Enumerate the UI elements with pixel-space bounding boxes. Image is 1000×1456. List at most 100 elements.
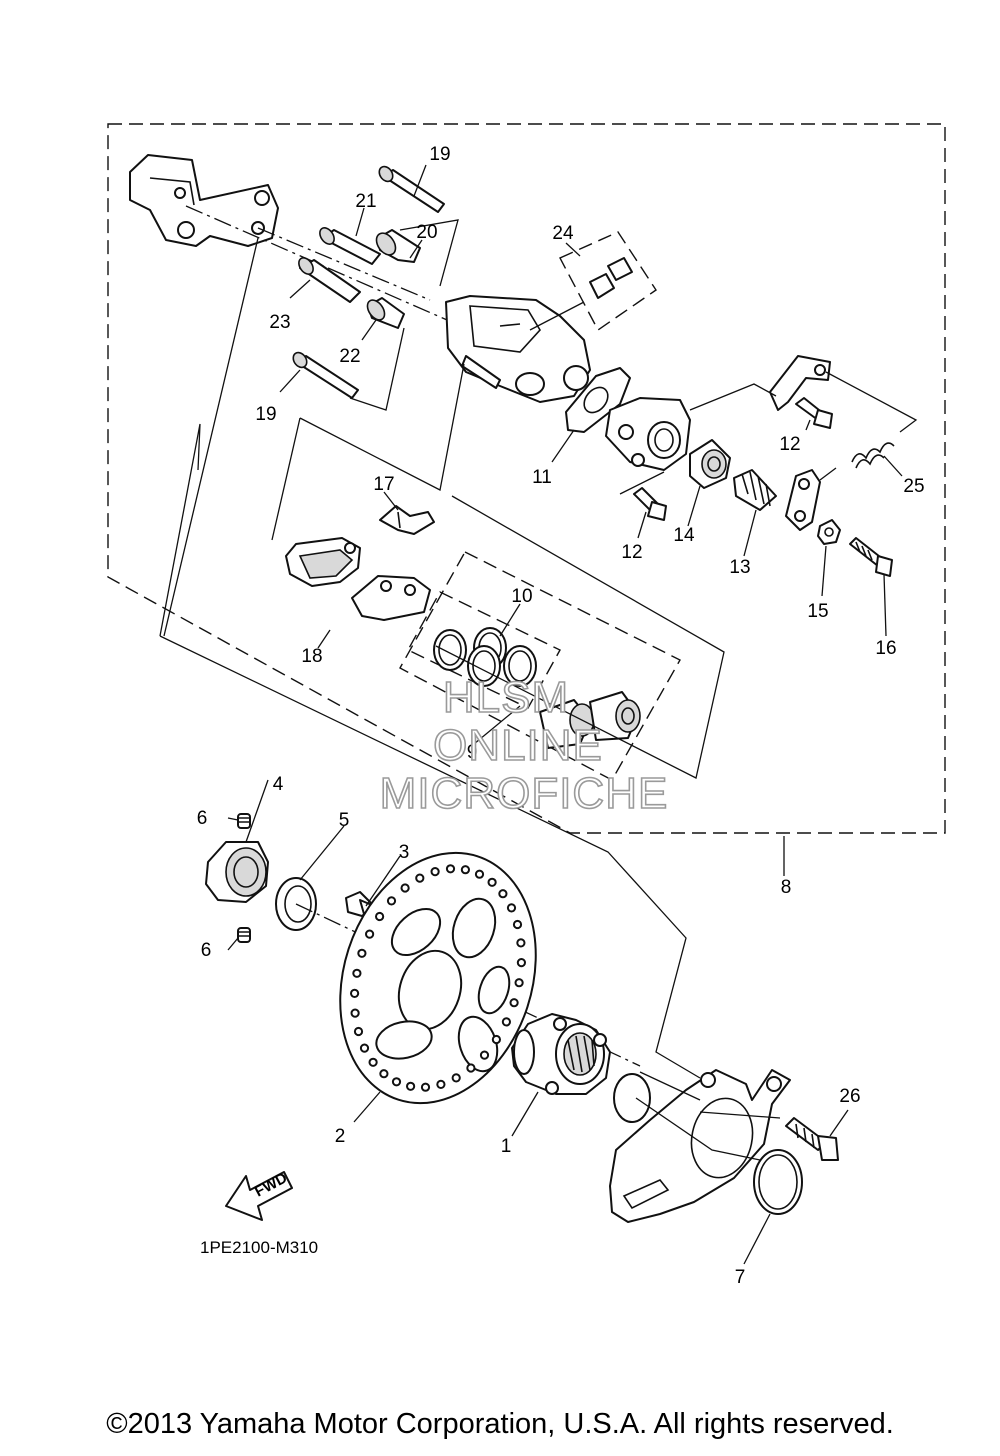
- pin-21: [319, 227, 381, 265]
- bolt-26: [785, 1117, 839, 1161]
- pin-23: [298, 257, 361, 303]
- disc-vent-hole: [368, 1057, 378, 1067]
- parking-brake-housing: [605, 397, 691, 471]
- disc-vent-hole: [501, 1017, 511, 1027]
- circlip: [753, 1149, 803, 1215]
- callout-12-lower: 12: [621, 542, 642, 563]
- callout-13: 13: [729, 557, 750, 578]
- disc-vent-hole: [516, 938, 526, 948]
- pistons: [539, 691, 641, 749]
- mount-plate: [609, 1069, 791, 1223]
- callout-17: 17: [373, 474, 394, 495]
- disc-vent-hole: [365, 929, 375, 939]
- bolt-12-upper: [795, 397, 833, 429]
- callout-1: 1: [501, 1136, 512, 1157]
- callout-9: 9: [467, 742, 478, 763]
- brake-pad-2: [351, 575, 431, 621]
- callout-22: 22: [339, 346, 360, 367]
- callout-6-lower: 6: [201, 940, 212, 961]
- disc-vent-hole: [479, 1050, 490, 1060]
- disc-vent-hole: [514, 978, 524, 988]
- disc-vent-hole: [466, 1063, 476, 1073]
- disc-vent-hole: [430, 867, 440, 877]
- callout-21: 21: [355, 191, 376, 212]
- wheel-hub: [511, 1013, 611, 1095]
- callout-15: 15: [807, 601, 828, 622]
- collar: [689, 439, 731, 489]
- disc-vent-hole: [506, 903, 517, 913]
- bolt-16: [849, 537, 893, 577]
- boot-22: [366, 297, 405, 329]
- set-screw-lower: [237, 927, 251, 943]
- adjuster-screw: [733, 469, 777, 511]
- nut: [817, 519, 841, 545]
- o-ring-small: [613, 1073, 651, 1123]
- watermark-line-3: MICROFICHE: [380, 769, 669, 818]
- disc-vent-hole: [400, 883, 410, 893]
- disc-vent-hole: [487, 877, 497, 887]
- parking-bracket: [769, 355, 831, 411]
- disc-vent-hole: [357, 948, 367, 958]
- watermark-line-2: ONLINE: [433, 721, 603, 770]
- bolt-19-upper: [378, 165, 445, 213]
- disc-vent-hole: [406, 1081, 416, 1091]
- disc-vent-hole: [386, 896, 397, 906]
- callout-18: 18: [301, 646, 322, 667]
- disc-vent-hole: [353, 1026, 364, 1037]
- disc-vent-hole: [352, 968, 362, 978]
- disc-vent-hole: [375, 911, 385, 922]
- disc-vent-hole: [379, 1069, 389, 1079]
- disc-vent-hole: [350, 988, 360, 999]
- disc-vent-hole: [350, 1008, 360, 1018]
- caliper-bracket: [129, 154, 279, 247]
- disc-vent-hole: [516, 958, 527, 968]
- pad-spring: [379, 505, 435, 535]
- spring: [851, 442, 895, 469]
- callout-8: 8: [781, 877, 792, 898]
- brake-lever: [785, 469, 821, 531]
- callout-14: 14: [673, 525, 695, 546]
- disc-vent-hole: [391, 1077, 402, 1087]
- boot-20: [375, 229, 421, 263]
- disc-vent-hole: [436, 1079, 446, 1090]
- piston-kit-boundary: [399, 551, 681, 781]
- watermark-line-1: HLSM: [443, 673, 569, 722]
- forward-arrow: FWD: [225, 1169, 293, 1221]
- brake-disc: [339, 851, 537, 1105]
- set-screw-upper: [237, 813, 251, 829]
- callout-12-upper: 12: [779, 434, 800, 455]
- callout-25: 25: [903, 476, 924, 497]
- callout-7: 7: [735, 1267, 746, 1288]
- disc-vent-hole: [420, 1082, 431, 1092]
- disc-vent-hole: [509, 998, 519, 1008]
- callout-10: 10: [511, 586, 532, 607]
- bolt-12-lower: [633, 487, 667, 521]
- callout-6-upper: 6: [197, 808, 208, 829]
- disc-vent-hole: [491, 1034, 501, 1045]
- brake-pad-1: [285, 537, 361, 587]
- diagram-code: 1PE2100-M310: [200, 1238, 318, 1257]
- hub-nut: [205, 841, 269, 903]
- disc-vent-hole: [451, 1073, 461, 1083]
- callout-26: 26: [839, 1086, 860, 1107]
- callout-3: 3: [399, 842, 410, 863]
- callout-5: 5: [339, 810, 350, 831]
- disc-vent-holes: [350, 864, 527, 1092]
- copyright-notice: ©2013 Yamaha Motor Corporation, U.S.A. A…: [106, 1408, 894, 1440]
- seal-kit-boundary: [407, 591, 561, 709]
- disc-vent-hole: [445, 864, 456, 874]
- callout-24: 24: [552, 223, 574, 244]
- disc-vent-hole: [474, 869, 485, 879]
- callout-19-lower: 19: [255, 404, 276, 425]
- disc-vent-hole: [415, 873, 425, 883]
- bleed-screw: [589, 257, 633, 299]
- piston-seals: [433, 627, 537, 687]
- callout-2: 2: [335, 1126, 346, 1147]
- disc-vent-hole: [512, 919, 523, 930]
- caliper-body: [445, 295, 591, 403]
- callout-23: 23: [269, 312, 290, 333]
- callout-20: 20: [416, 222, 437, 243]
- callout-4: 4: [273, 774, 284, 795]
- callout-19-upper: 19: [429, 144, 450, 165]
